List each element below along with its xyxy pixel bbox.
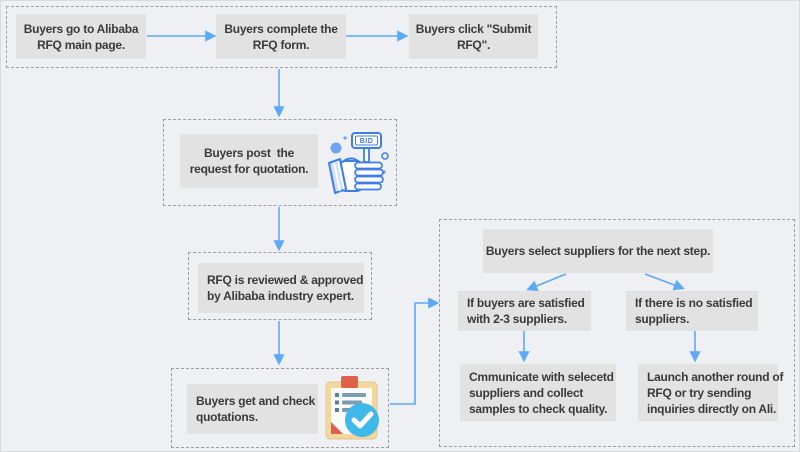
check-mark: [351, 411, 374, 429]
paper-fold-corner: [331, 422, 343, 434]
node-outcome-satisfied: Cmmunicate with selecetd suppliers and c…: [460, 364, 616, 421]
bid-sign-inner: [355, 135, 378, 146]
list-bullet-1: [335, 393, 339, 397]
node-outcome-unsatisfied: Launch another round of RFQ or try sendi…: [638, 364, 784, 421]
list-line-1: [342, 393, 366, 397]
bid-finger1: [354, 161, 383, 170]
bid-decor-circle: [330, 142, 342, 154]
stage-review-container: [188, 252, 372, 320]
node-step2: Buyers complete the RFQ form.: [216, 14, 346, 59]
arrow-select-unsatisfied: [644, 273, 685, 291]
bid-finger2: [354, 168, 384, 177]
list-bullet-3: [335, 408, 339, 412]
node-post-rfq: Buyers post the request for quotation.: [180, 134, 318, 188]
node-branch-unsatisfied: If there is no satisfied suppliers.: [626, 291, 758, 331]
stage-selection-container: [439, 219, 795, 447]
bid-cuff-stripe2: [337, 160, 345, 190]
stage-post-container: [163, 119, 397, 206]
bid-decor-ring: [381, 152, 389, 160]
node-step3: Buyers click "Submit RFQ".: [409, 14, 538, 59]
bid-sign: [351, 132, 382, 149]
arrow-select-satisfied: [526, 273, 567, 292]
clipboard-clip: [341, 376, 358, 388]
bid-hand-icon: BID: [328, 132, 389, 194]
node-step1: Buyers go to Alibaba RFQ main page.: [16, 14, 146, 59]
arrow-check-selection: [390, 297, 440, 405]
bid-stick: [363, 147, 370, 163]
stage-submit-container: [6, 6, 557, 68]
node-review: RFQ is reviewed & approved by Alibaba in…: [198, 263, 364, 313]
stage-check-container: [171, 368, 389, 448]
node-branch-satisfied: If buyers are satisfied with 2-3 supplie…: [458, 291, 591, 331]
list-line-2: [342, 400, 362, 405]
list-bullet-2: [335, 400, 339, 405]
clipboard-check-icon: [325, 376, 379, 440]
bid-finger3: [354, 175, 384, 184]
bid-cuff-stripe1: [333, 162, 341, 192]
node-select-suppliers: Buyers select suppliers for the next ste…: [483, 229, 713, 273]
check-circle: [345, 403, 379, 437]
bid-sign-label: BID: [360, 138, 374, 145]
node-check-quotations: Buyers get and check quotations.: [187, 384, 318, 434]
bid-finger4: [354, 182, 382, 191]
bid-decor-dot: [343, 136, 347, 140]
